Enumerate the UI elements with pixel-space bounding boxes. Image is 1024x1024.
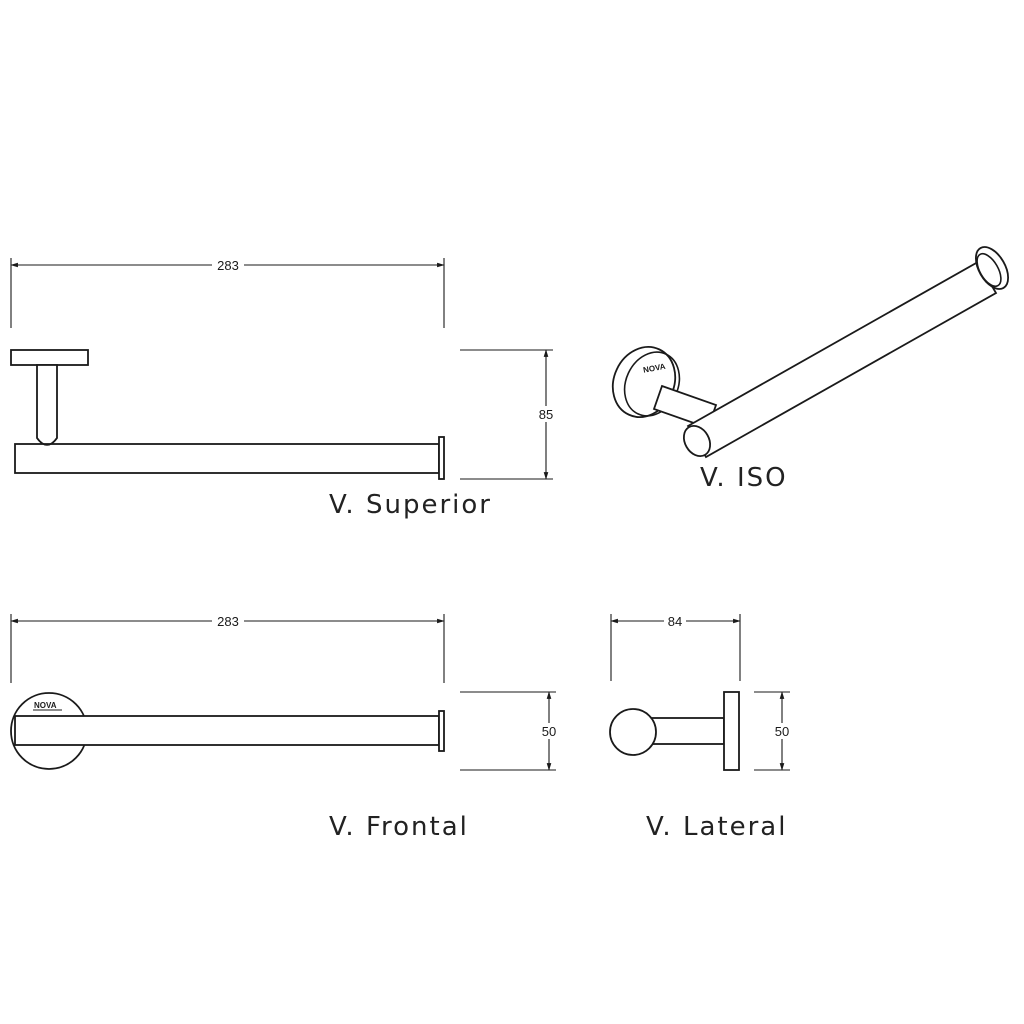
superior-view-title: V. Superior <box>329 490 492 520</box>
view-frontal: 283 NOVA 50 V. Frontal <box>10 614 558 842</box>
superior-bar <box>14 443 440 474</box>
lateral-view-title: V. Lateral <box>646 812 787 842</box>
frontal-height-label: 50 <box>542 724 556 739</box>
superior-end-cap <box>438 436 445 480</box>
view-iso: NOVA V. ISO <box>611 246 1009 493</box>
iso-bar <box>686 260 998 459</box>
lateral-depth-dimension: 84 <box>610 614 741 681</box>
frontal-brand-logo: NOVA <box>34 701 57 710</box>
superior-support-post <box>36 364 58 446</box>
superior-post-joint <box>36 437 58 446</box>
lateral-height-label: 50 <box>775 724 789 739</box>
superior-length-dimension: 283 <box>10 258 445 328</box>
frontal-end-cap <box>438 710 445 752</box>
iso-view-title: V. ISO <box>700 463 788 493</box>
lateral-height-dimension: 50 <box>754 691 791 771</box>
view-superior: 283 85 V. Superior <box>10 258 555 520</box>
superior-length-label: 283 <box>217 258 239 273</box>
superior-depth-dimension: 85 <box>460 349 555 480</box>
superior-depth-label: 85 <box>539 407 553 422</box>
lateral-bar-end <box>609 708 657 756</box>
lateral-depth-label: 84 <box>668 614 682 629</box>
frontal-view-title: V. Frontal <box>329 812 469 842</box>
frontal-bar <box>14 715 440 746</box>
iso-bar-end <box>682 425 712 457</box>
iso-end-cap-inner <box>976 252 1002 288</box>
frontal-length-label: 283 <box>217 614 239 629</box>
superior-wall-plate <box>10 349 89 366</box>
view-lateral: 84 50 V. Lateral <box>609 614 791 842</box>
lateral-wall-plate <box>723 691 740 771</box>
frontal-length-dimension: 283 <box>10 614 445 683</box>
iso-brand-logo: NOVA <box>642 362 666 375</box>
frontal-height-dimension: 50 <box>460 691 558 771</box>
